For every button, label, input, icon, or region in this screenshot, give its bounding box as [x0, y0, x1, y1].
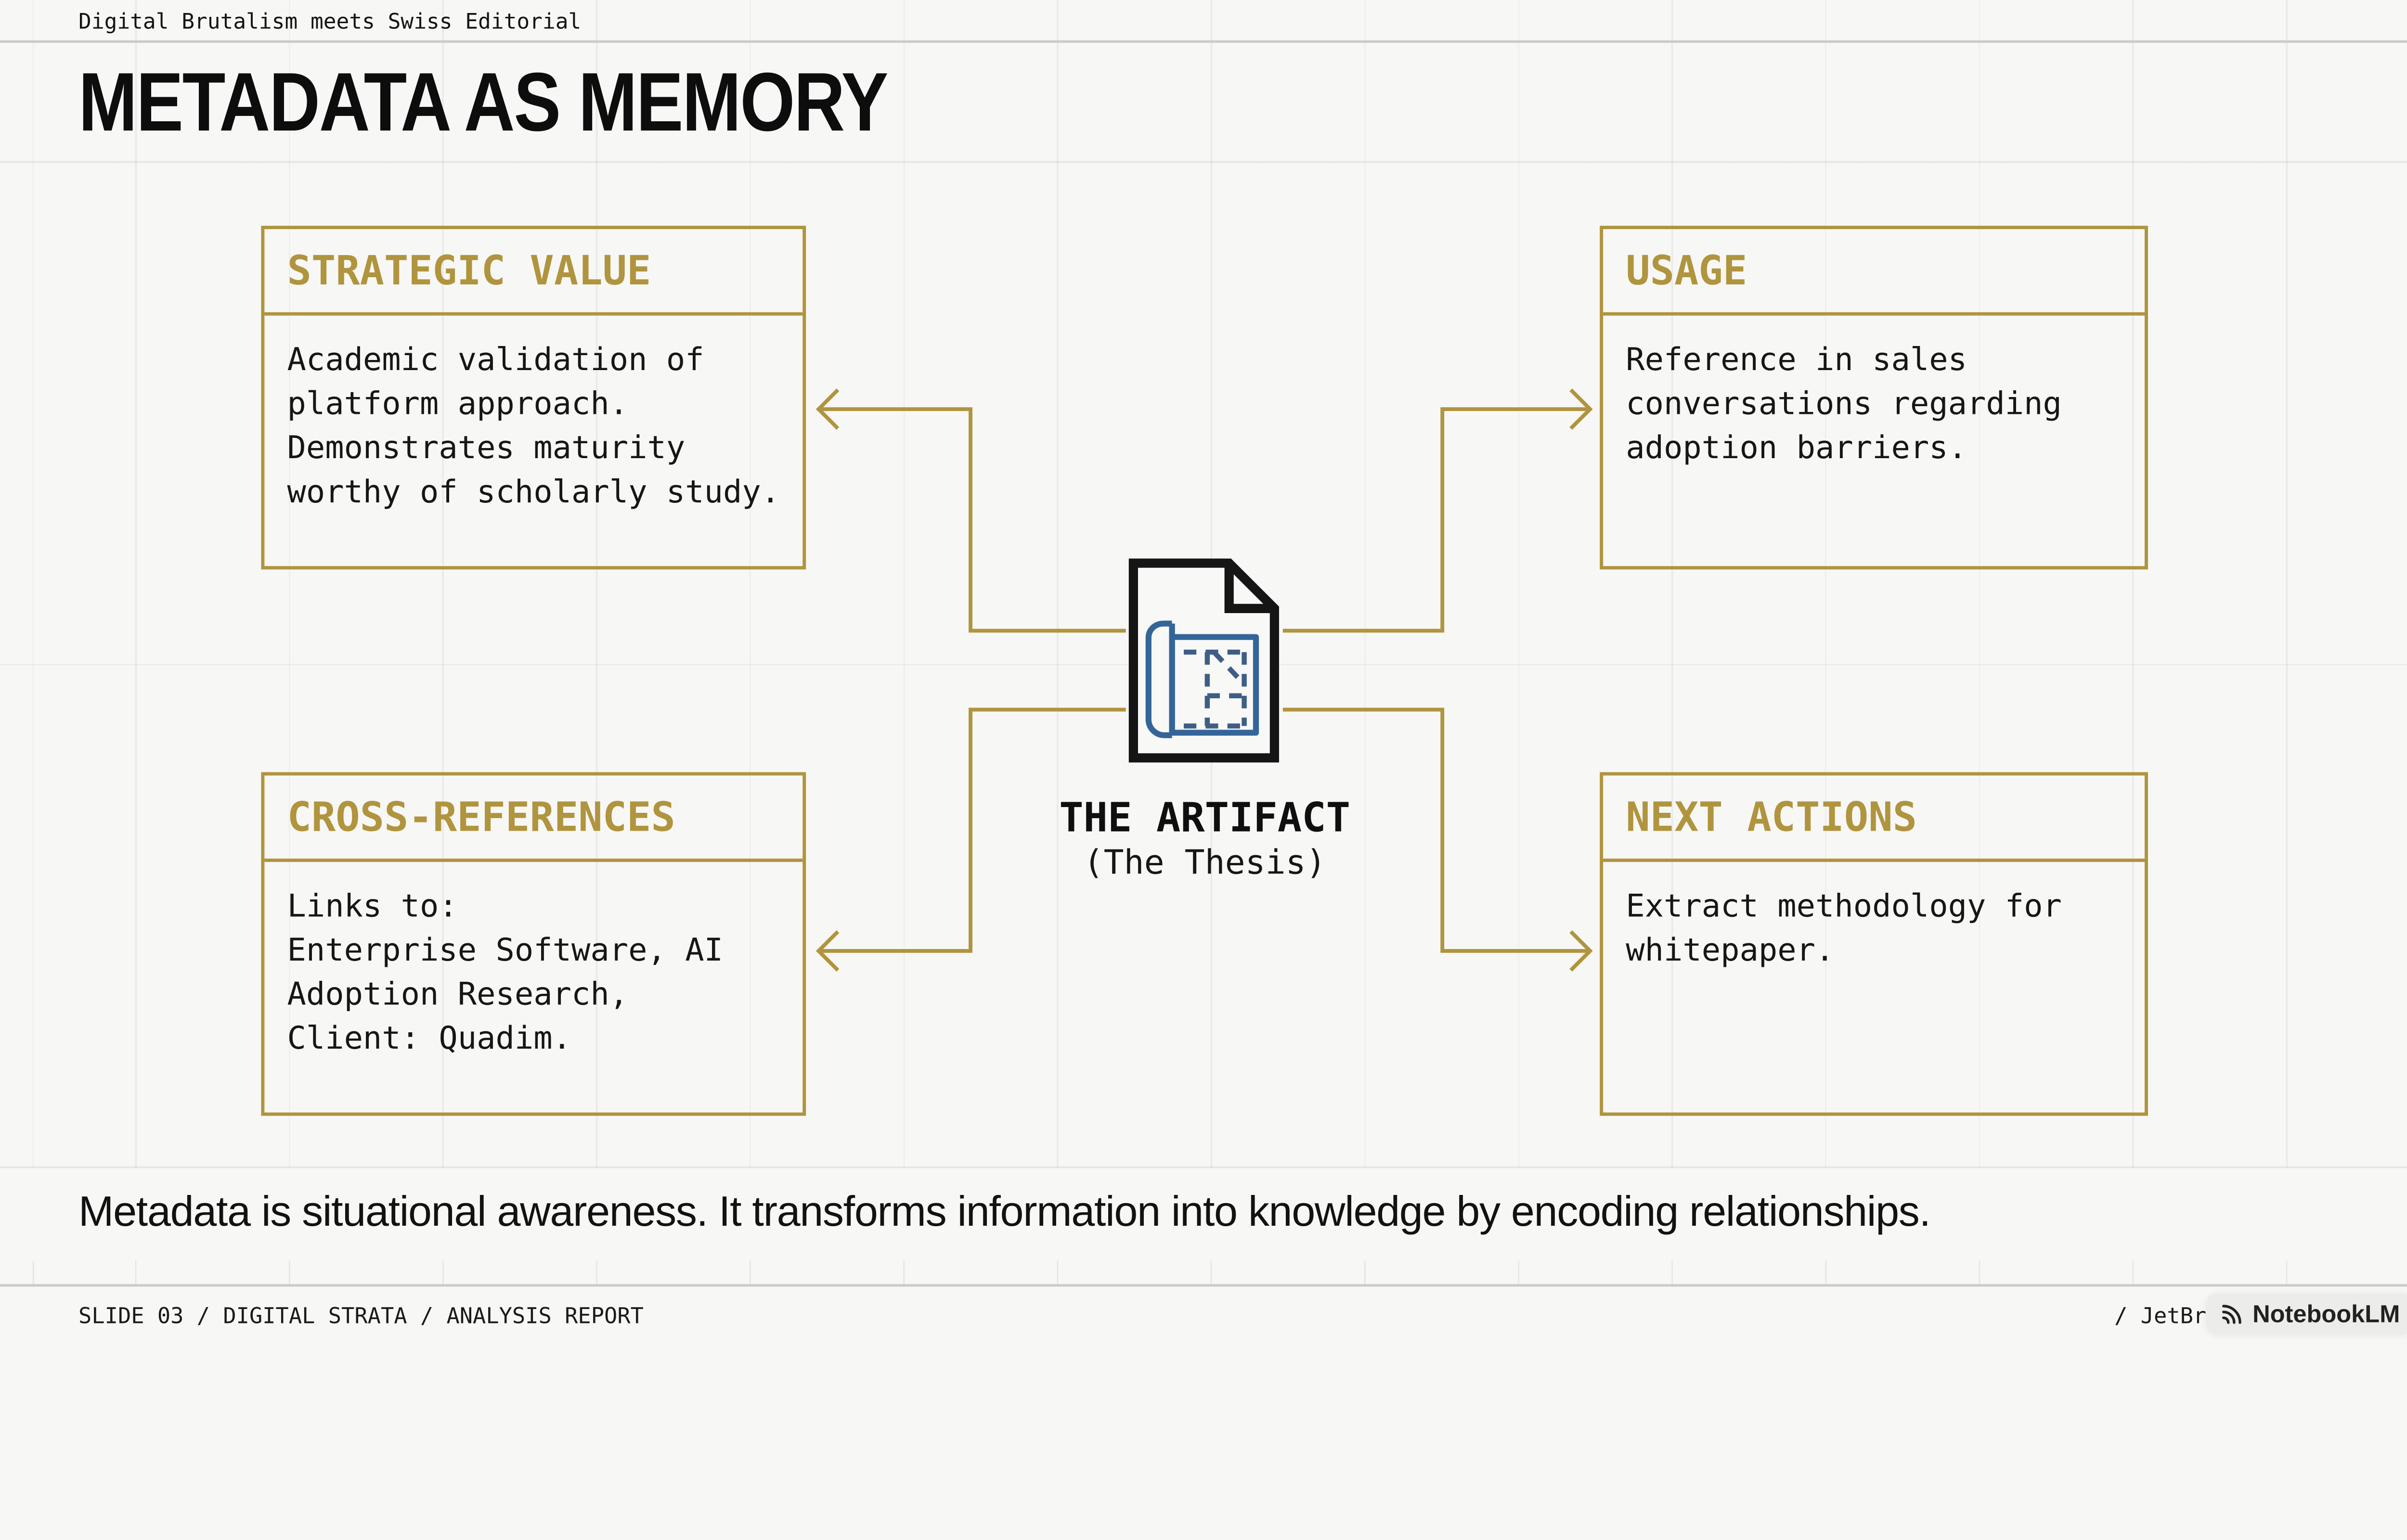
blueprint-scroll-icon: [1145, 620, 1259, 738]
artifact-sublabel: (The Thesis): [1083, 842, 1326, 882]
slide-tagline: Digital Brutalism meets Swiss Editorial: [78, 9, 582, 34]
arrow-right-icon: [1569, 388, 1593, 430]
arrow-right-icon: [1569, 930, 1593, 972]
cross-references-title: CROSS-REFERENCES: [264, 775, 803, 862]
connector-usage: [1282, 388, 1593, 633]
strategic-value-box: STRATEGIC VALUE Academic validation of p…: [261, 226, 806, 570]
strategic-value-body: Academic validation of platform approach…: [287, 341, 780, 510]
page-title-text: METADATA AS MEMORY: [78, 55, 888, 148]
page-title: METADATA AS MEMORY: [78, 54, 1030, 151]
connector-strategic: [815, 388, 1126, 633]
strategic-value-title: STRATEGIC VALUE: [264, 229, 803, 316]
notebooklm-label: NotebookLM: [2252, 1300, 2400, 1328]
next-actions-title: NEXT ACTIONS: [1603, 775, 2145, 862]
footer-credit: / JetBr: [2114, 1303, 2207, 1329]
notebooklm-logo-icon: [2222, 1305, 2241, 1324]
footer-divider: [0, 1284, 2407, 1287]
cross-references-box: CROSS-REFERENCES Links to: Enterprise So…: [261, 772, 806, 1116]
footer-slide-info: SLIDE 03 / DIGITAL STRATA / ANALYSIS REP…: [78, 1303, 644, 1329]
usage-box: USAGE Reference in sales conversations r…: [1600, 226, 2148, 570]
summary-text: Metadata is situational awareness. It tr…: [78, 1188, 1931, 1235]
arrow-left-icon: [815, 388, 840, 430]
usage-body: Reference in sales conversations regardi…: [1626, 341, 2062, 466]
arrow-left-icon: [815, 930, 840, 972]
grid-footer-ticks: [0, 1260, 2407, 1286]
top-divider: [0, 40, 2407, 43]
usage-title: USAGE: [1603, 229, 2145, 316]
blueprint-document-icon: [1128, 558, 1279, 763]
next-actions-body: Extract methodology for whitepaper.: [1626, 887, 2062, 968]
cross-references-body: Links to: Enterprise Software, AI Adopti…: [287, 887, 724, 1056]
artifact-label: THE ARTIFACT: [1059, 794, 1351, 841]
notebooklm-badge[interactable]: NotebookLM: [2206, 1293, 2407, 1335]
slide: Digital Brutalism meets Swiss Editorial …: [0, 0, 2407, 1335]
next-actions-box: NEXT ACTIONS Extract methodology for whi…: [1600, 772, 2148, 1116]
